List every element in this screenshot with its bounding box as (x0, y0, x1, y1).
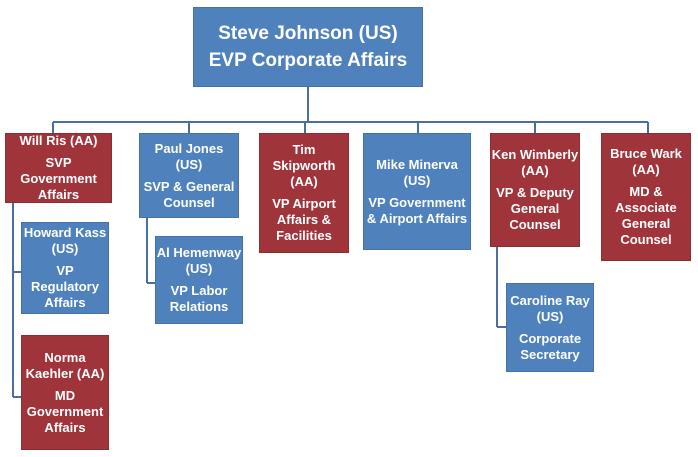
node-name: Tim Skipworth (AA) (272, 142, 336, 189)
org-node-steve-johnson: Steve Johnson (US) EVP Corporate Affairs (193, 7, 423, 87)
node-title: Corporate Secretary (518, 330, 582, 362)
node-name: Mike Minerva (US) (376, 156, 458, 188)
org-node-paul-jones: Paul Jones (US) SVP & General Counsel (139, 133, 239, 218)
org-node-bruce-wark: Bruce Wark (AA) MD & Associate General C… (601, 133, 691, 261)
node-name: Al Hemenway (US) (156, 245, 242, 276)
node-title: VP Airport Affairs & Facilities (272, 196, 336, 243)
node-title: SVP & General Counsel (143, 178, 235, 210)
org-node-norma-kaehler: Norma Kaehler (AA) MD Government Affairs (21, 335, 109, 450)
org-node-al-hemenway: Al Hemenway (US) VP Labor Relations (155, 236, 243, 324)
node-name: Steve Johnson (US) (218, 23, 398, 44)
node-title: EVP Corporate Affairs (208, 50, 408, 71)
node-title: SVP Government Affairs (20, 155, 97, 202)
org-node-ken-wimberly: Ken Wimberly (AA) VP & Deputy General Co… (490, 133, 580, 247)
node-title: MD & Associate General Counsel (615, 184, 677, 247)
node-name: Howard Kass (US) (23, 225, 107, 256)
node-title: MD Government Affairs (26, 387, 104, 435)
node-title: VP Labor Relations (169, 283, 229, 314)
node-name: Caroline Ray (US) (510, 292, 590, 324)
org-node-howard-kass: Howard Kass (US) VP Regulatory Affairs (21, 222, 109, 314)
node-name: Bruce Wark (AA) (610, 146, 682, 177)
node-name: Paul Jones (US) (154, 140, 224, 172)
node-title: VP Regulatory Affairs (31, 263, 99, 310)
org-node-mike-minerva: Mike Minerva (US) VP Government & Airpor… (363, 133, 471, 250)
org-node-tim-skipworth: Tim Skipworth (AA) VP Airport Affairs & … (259, 133, 349, 253)
node-title: VP Government & Airport Affairs (366, 194, 468, 226)
org-node-will-ris: Will Ris (AA) SVP Government Affairs (5, 133, 112, 203)
node-title: VP & Deputy General Counsel (496, 185, 574, 232)
node-name: Will Ris (AA) (19, 133, 98, 148)
org-node-caroline-ray: Caroline Ray (US) Corporate Secretary (506, 283, 594, 372)
node-name: Ken Wimberly (AA) (491, 147, 579, 178)
node-name: Norma Kaehler (AA) (25, 349, 105, 381)
